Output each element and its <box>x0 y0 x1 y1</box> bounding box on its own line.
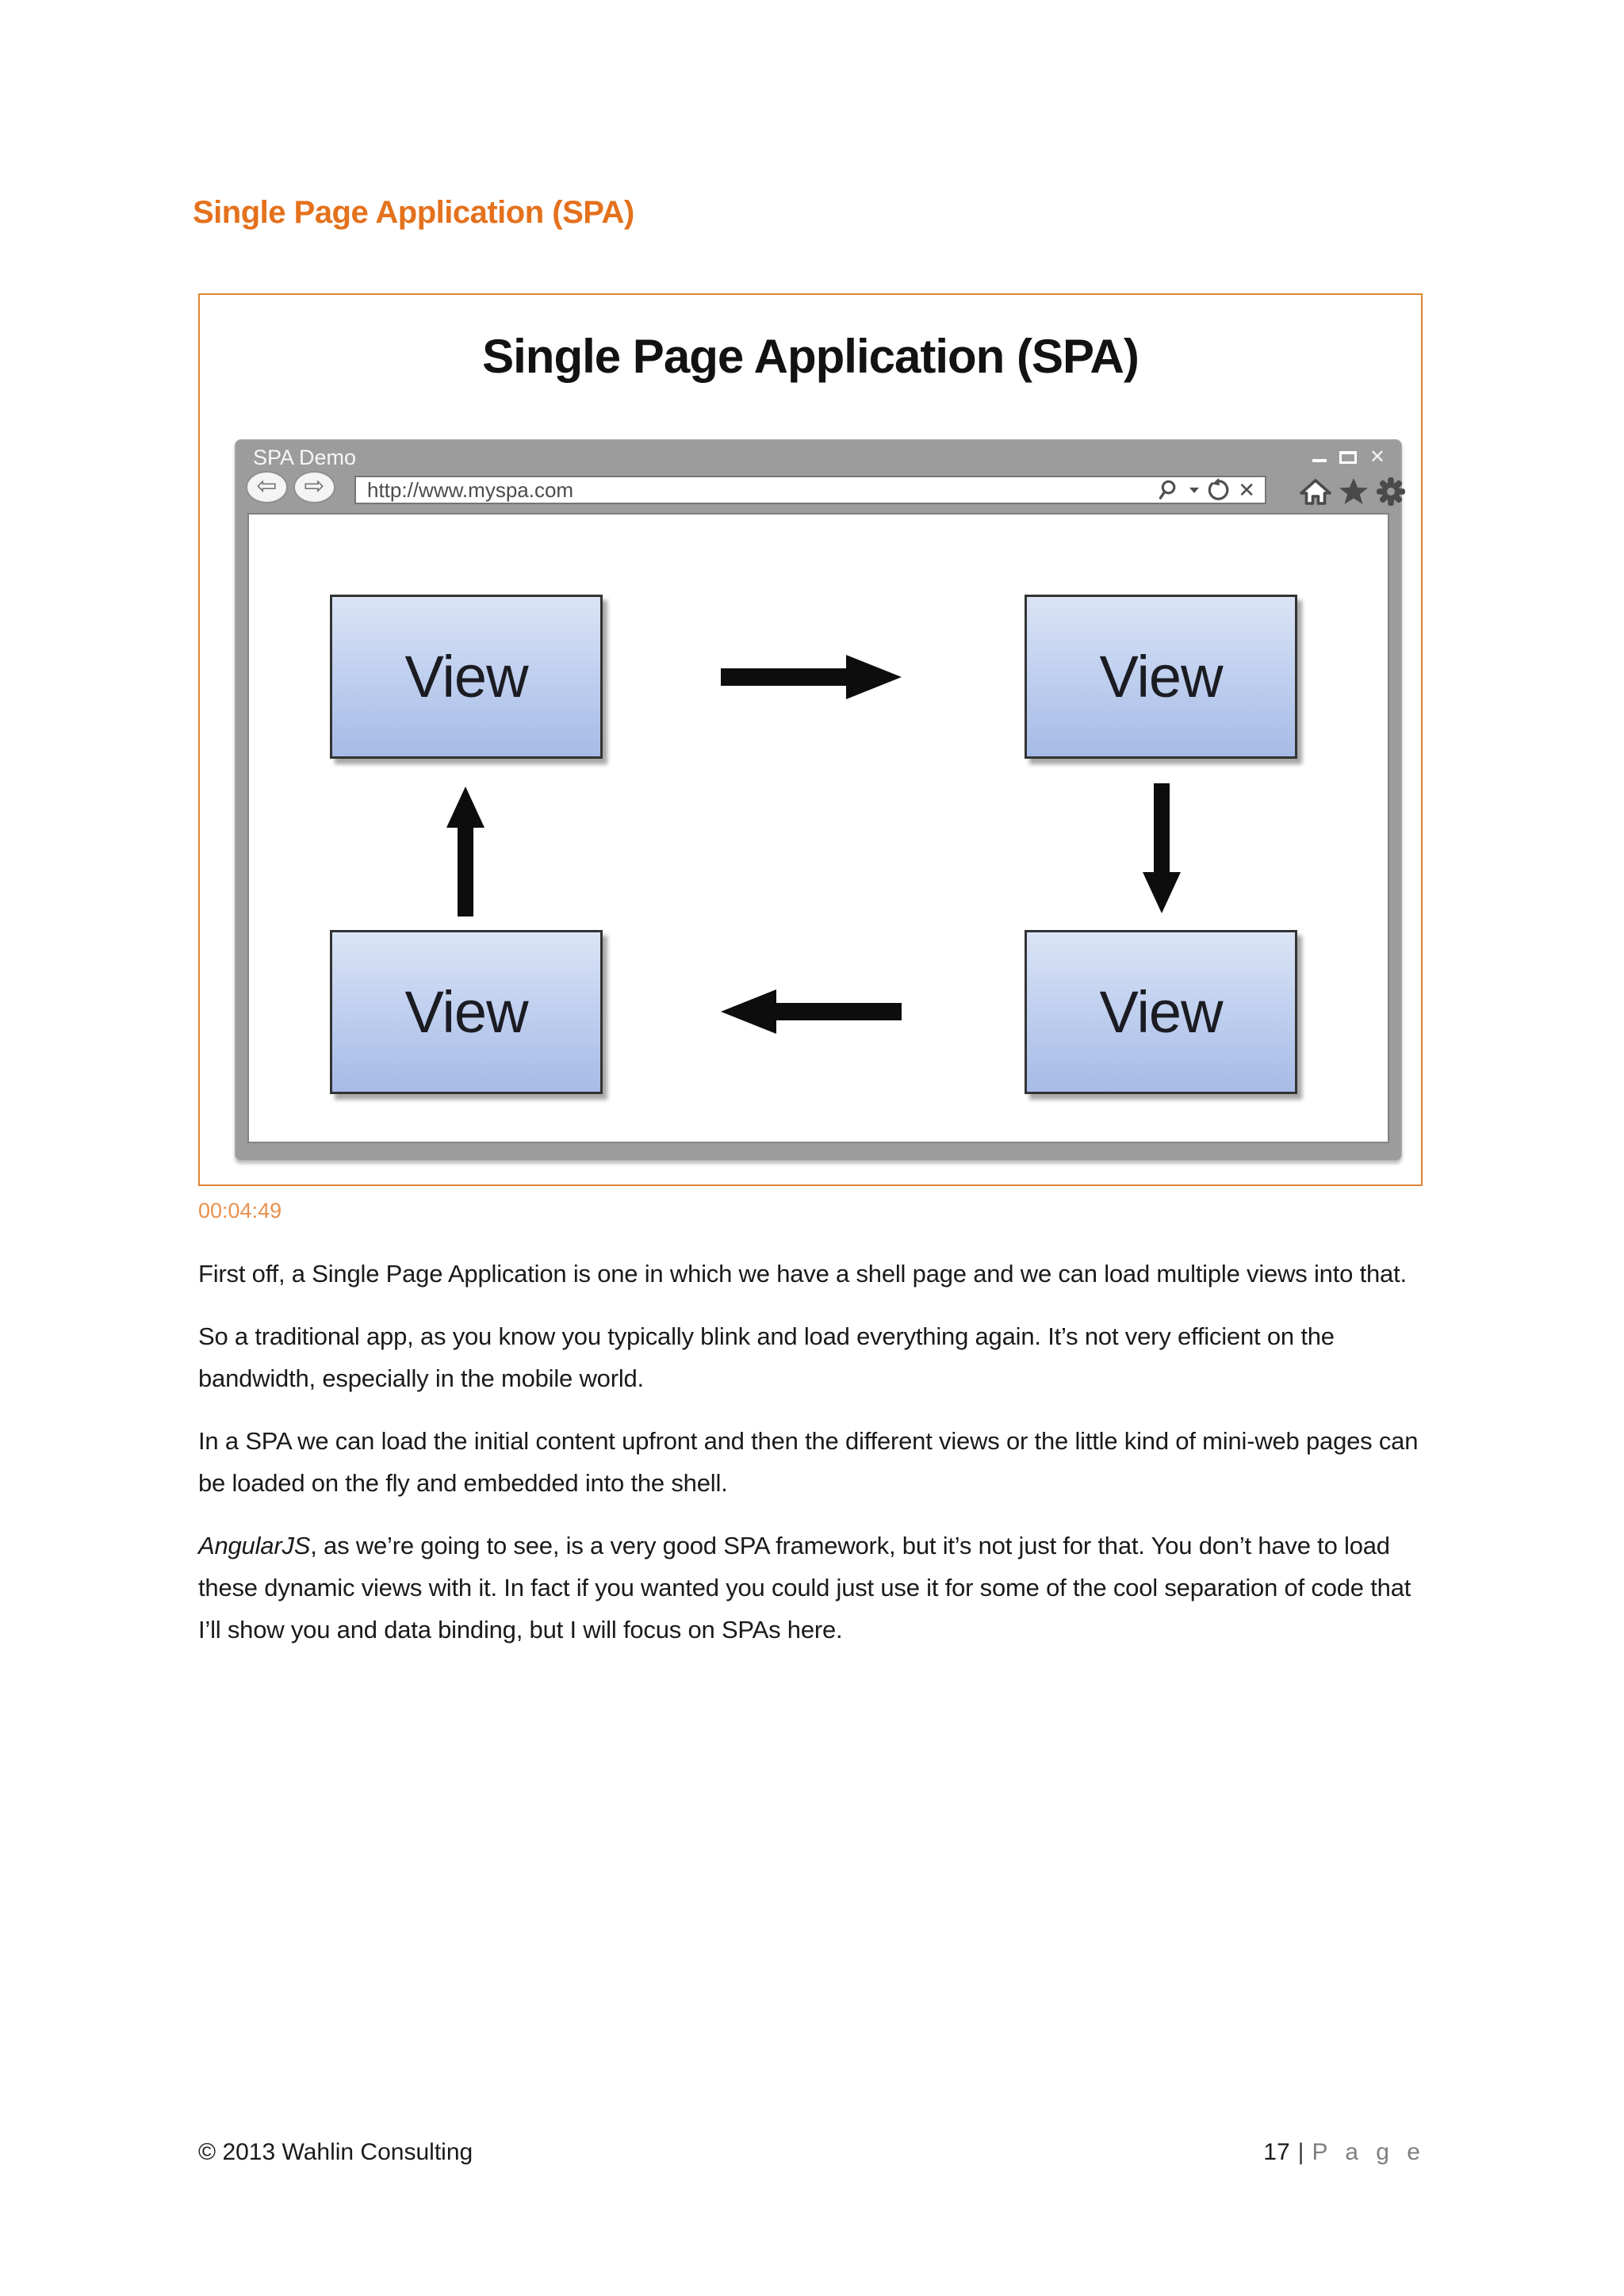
home-icon[interactable] <box>1300 478 1331 505</box>
page-number: 17 <box>1263 2139 1290 2165</box>
page-footer: © 2013 Wahlin Consulting 17 | P a g e <box>198 2139 1426 2166</box>
arrow-right-icon <box>721 655 902 699</box>
view-box-top-left: View <box>330 595 603 759</box>
maximize-button[interactable] <box>1339 451 1357 464</box>
view-label: View <box>404 644 528 710</box>
view-label: View <box>1099 979 1223 1045</box>
favorites-star-icon[interactable] <box>1339 477 1369 506</box>
paragraph-2: So a traditional app, as you know you ty… <box>198 1322 1335 1392</box>
transcript-text: First off, a Single Page Application is … <box>198 1253 1439 1671</box>
stop-icon[interactable]: ✕ <box>1238 478 1255 502</box>
copyright-text: © 2013 Wahlin Consulting <box>198 2139 473 2165</box>
view-box-bottom-left: View <box>330 930 603 1094</box>
minimize-icon <box>1312 459 1327 462</box>
back-arrow-icon: ⇦ <box>256 472 278 499</box>
address-bar[interactable]: http://www.myspa.com ✕ <box>354 476 1266 504</box>
page-separator: | <box>1297 2139 1304 2165</box>
angularjs-emphasis: AngularJS <box>198 1532 311 1559</box>
view-label: View <box>1099 644 1223 710</box>
browser-toolbar-icons <box>1300 476 1406 507</box>
window-controls: ✕ <box>1312 446 1385 468</box>
forward-button[interactable]: ⇨ <box>293 471 335 503</box>
section-heading: Single Page Application (SPA) <box>193 195 634 230</box>
arrow-down-icon <box>1143 783 1181 913</box>
timestamp: 00:04:49 <box>198 1199 282 1223</box>
address-bar-icons: ✕ <box>1159 478 1255 502</box>
paragraph-3: In a SPA we can load the initial content… <box>198 1427 1419 1497</box>
browser-titlebar: SPA Demo ✕ <box>236 440 1401 472</box>
figure-title: Single Page Application (SPA) <box>482 330 1139 383</box>
url-text: http://www.myspa.com <box>367 477 574 502</box>
search-dropdown-caret-icon[interactable] <box>1189 486 1200 494</box>
page-number-block: 17 | P a g e <box>1263 2139 1426 2166</box>
paragraph-1: First off, a Single Page Application is … <box>198 1260 1407 1288</box>
window-title: SPA Demo <box>253 446 357 469</box>
page-word: P a g e <box>1312 2139 1426 2165</box>
paragraph-4: AngularJS, as we’re going to see, is a v… <box>198 1532 1411 1644</box>
view-box-top-right: View <box>1025 595 1297 759</box>
window-close-button[interactable]: ✕ <box>1369 446 1385 468</box>
settings-gear-icon[interactable] <box>1376 476 1406 507</box>
minimize-button[interactable] <box>1312 453 1327 462</box>
arrow-up-icon <box>446 786 485 916</box>
slide-figure: Single Page Application (SPA) SPA Demo ✕… <box>198 293 1423 1186</box>
arrow-left-icon <box>721 989 902 1034</box>
back-button[interactable]: ⇦ <box>246 471 288 503</box>
refresh-icon[interactable] <box>1207 478 1231 502</box>
forward-arrow-icon: ⇨ <box>304 472 325 499</box>
maximize-icon <box>1339 451 1357 464</box>
search-icon[interactable] <box>1159 479 1182 502</box>
view-box-bottom-right: View <box>1025 930 1297 1094</box>
browser-window: SPA Demo ✕ ⇦ ⇨ http://www.myspa.com <box>235 439 1405 1161</box>
view-label: View <box>404 979 528 1045</box>
browser-viewport: View View View View <box>247 513 1389 1143</box>
